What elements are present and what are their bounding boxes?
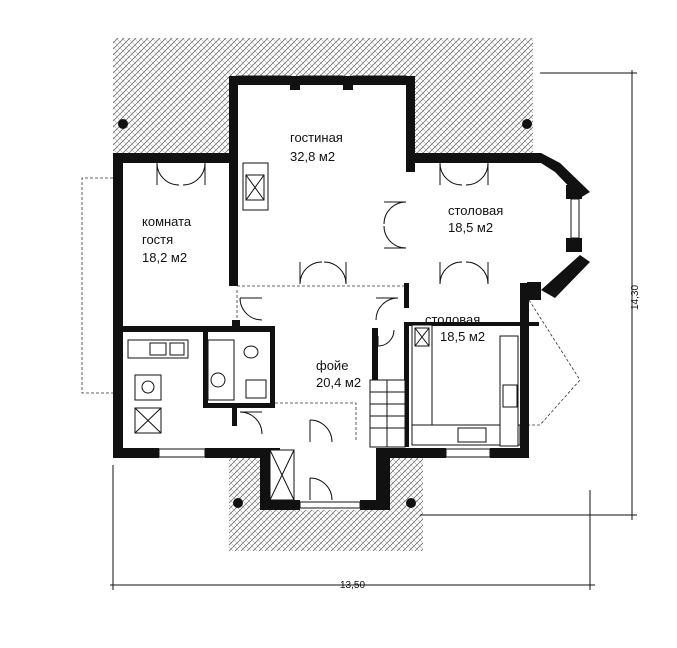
height-dimension: 14,30 <box>630 285 641 310</box>
dashed-outlines <box>81 177 581 440</box>
dimension-lines <box>110 70 637 590</box>
guest-room-area: 18,2 м2 <box>142 250 187 265</box>
stairs <box>369 379 406 448</box>
guest-room-name-line1: комната <box>142 214 192 229</box>
columns <box>118 119 532 508</box>
living-room-name: гостиная <box>290 130 343 145</box>
dining-bottom-area: 18,5 м2 <box>440 329 485 344</box>
living-room-area: 32,8 м2 <box>290 149 335 164</box>
dining-bottom-name: столовая <box>425 312 480 327</box>
foyer-area: 20,4 м2 <box>316 375 361 390</box>
walls <box>113 76 590 510</box>
windows <box>114 75 580 509</box>
width-dimension: 13,50 <box>340 580 365 591</box>
dining-top-name: столовая <box>448 203 503 218</box>
fixtures <box>127 162 521 501</box>
doors <box>156 162 489 501</box>
dining-top-area: 18,5 м2 <box>448 220 493 235</box>
guest-room-name-line2: гостя <box>142 232 173 247</box>
foyer-name: фойе <box>316 358 348 373</box>
